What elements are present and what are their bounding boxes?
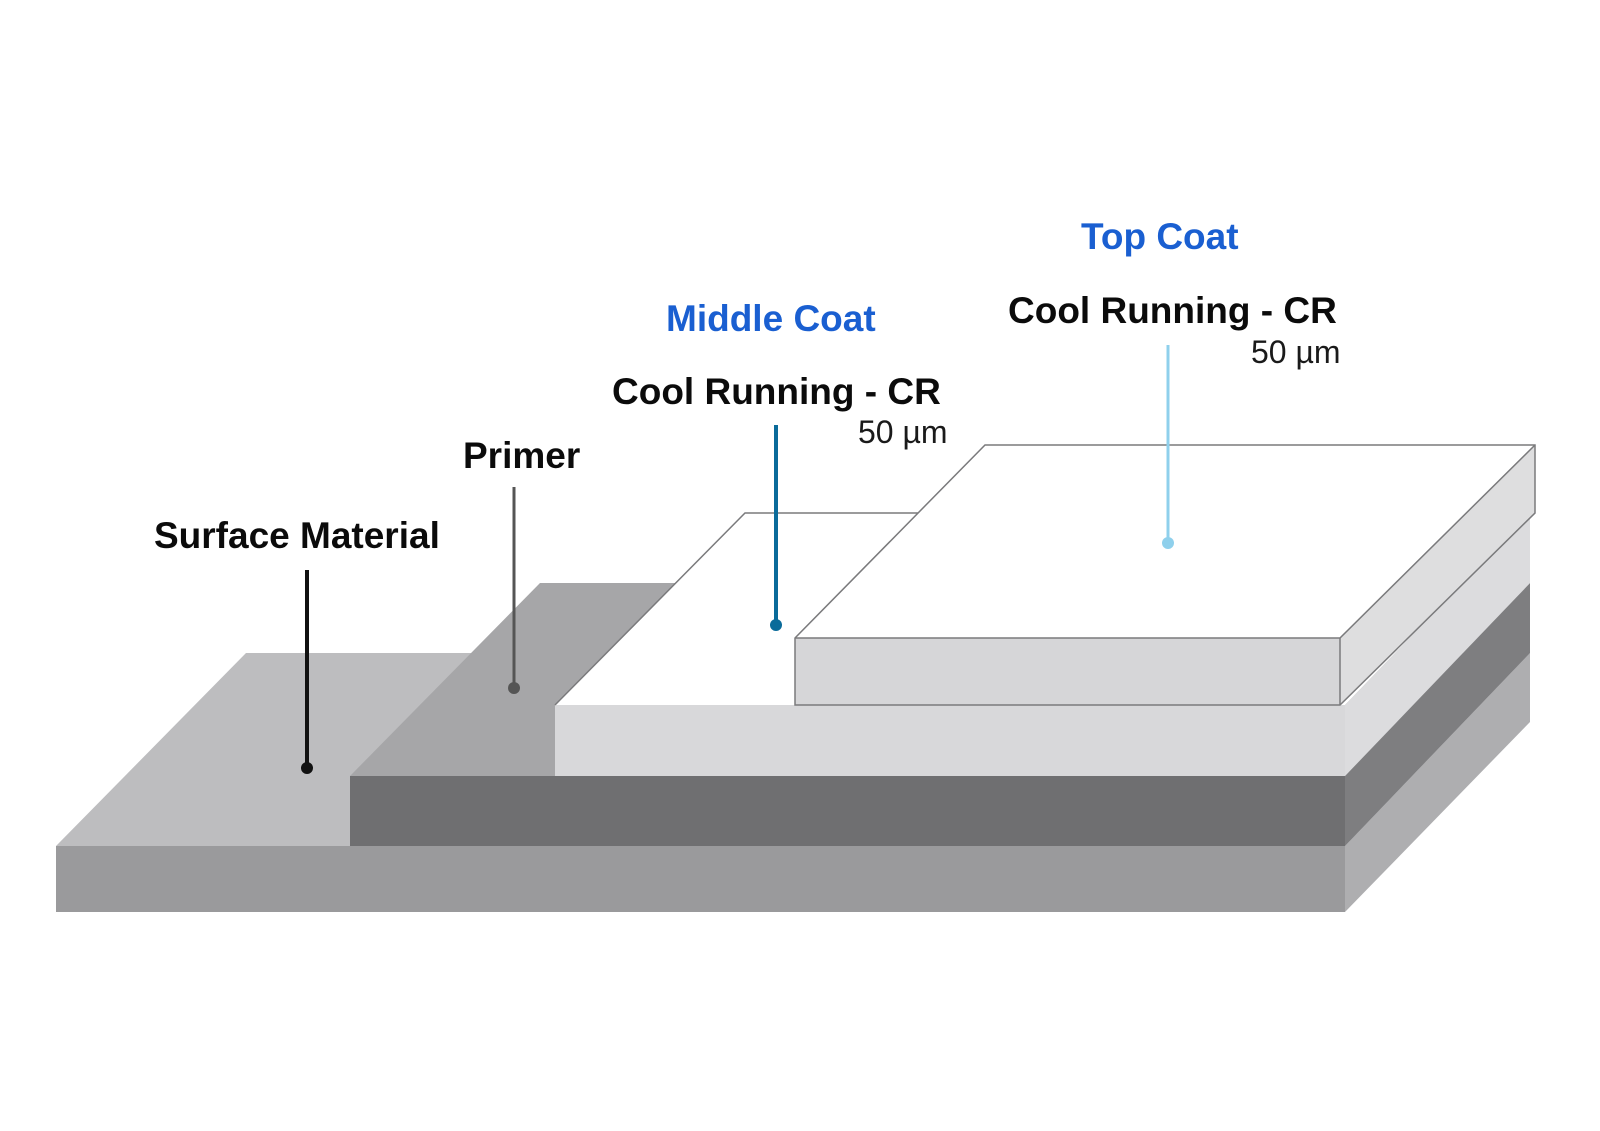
middle-coat-front — [555, 705, 1345, 776]
middle-coat-title: Middle Coat — [666, 298, 876, 339]
surface-material-leader-dot — [301, 762, 313, 774]
primer-leader-dot — [508, 682, 520, 694]
primer-side — [1345, 583, 1530, 846]
surface-material-front — [56, 846, 1345, 912]
primer-front — [350, 776, 1345, 846]
middle-coat-side — [1345, 513, 1530, 776]
top-coat-side — [1340, 445, 1535, 705]
top-coat-thickness: 50 µm — [1251, 334, 1341, 370]
top-coat-product: Cool Running - CR — [1008, 290, 1337, 331]
surface-material-label: Surface Material — [154, 515, 440, 556]
top-coat-leader — [1162, 345, 1174, 549]
middle-coat-leader-dot — [770, 619, 782, 631]
top-coat-title: Top Coat — [1081, 216, 1239, 257]
primer-leader — [508, 487, 520, 694]
top-coat-leader-dot — [1162, 537, 1174, 549]
middle-coat-thickness: 50 µm — [858, 414, 948, 450]
middle-coat-leader — [770, 425, 782, 631]
primer-label: Primer — [463, 435, 581, 476]
top-coat-outline — [794, 444, 1536, 706]
top-coat-front — [795, 638, 1340, 705]
middle-coat-product: Cool Running - CR — [612, 371, 941, 412]
surface-material-leader — [301, 570, 313, 774]
surface-material-side — [1345, 653, 1530, 912]
